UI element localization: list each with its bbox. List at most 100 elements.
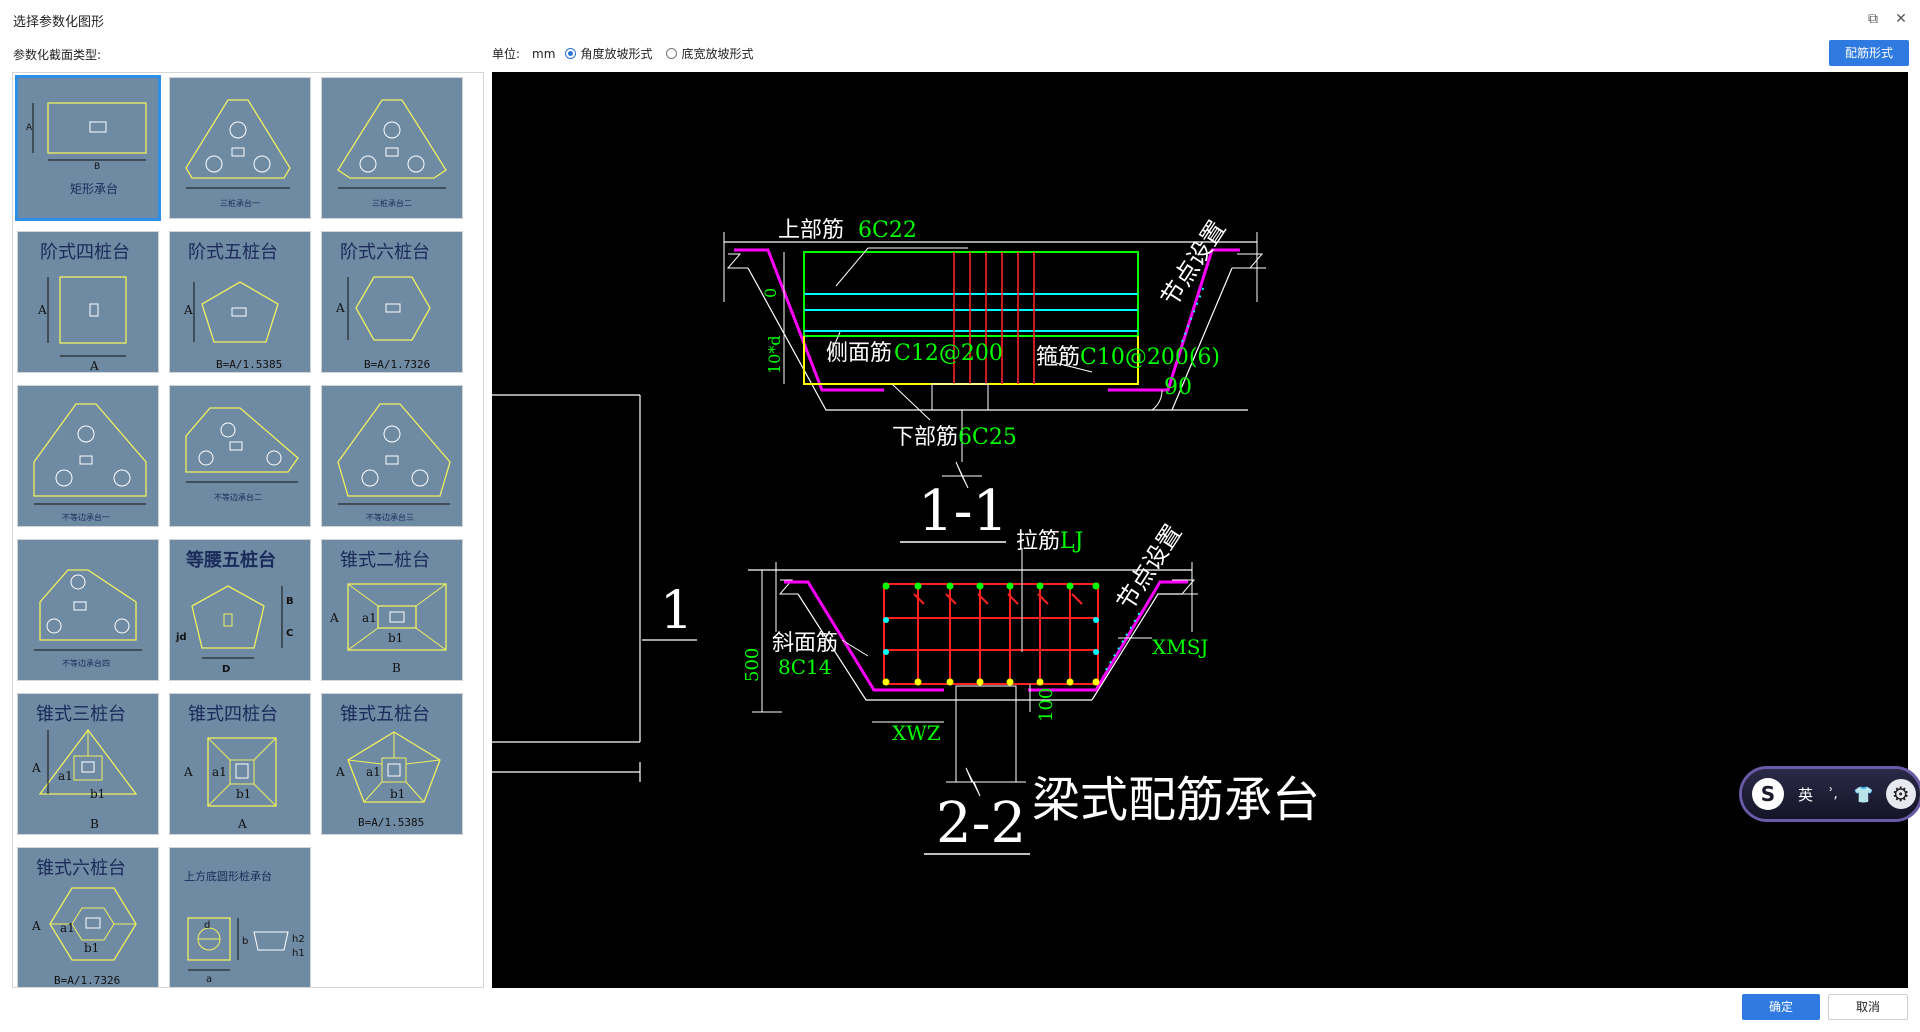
bottom-rebar-value: 6C25 <box>958 425 1017 450</box>
thumb-formula: B=A/1.7326 <box>54 974 120 987</box>
section-1-1: 0 10*d 上部筋 6C22 侧面筋 C12@200 箍筋 C10@200(6… <box>723 216 1266 544</box>
thumb-cone-three-pile[interactable]: 锥式三桩台 A a1 b1 B <box>17 693 159 835</box>
section-type-label: 参数化截面类型: <box>13 48 102 62</box>
thumb-title: 阶式五桩台 <box>188 242 278 263</box>
thumb-caption: 不等边承台二 <box>214 492 262 502</box>
svg-text:A: A <box>335 765 345 779</box>
ime-language-toggle[interactable]: 英 <box>1798 785 1814 804</box>
svg-text:A: A <box>183 765 193 779</box>
restore-icon[interactable]: ⧉ <box>1868 11 1878 27</box>
slope-rebar-value: 8C14 <box>778 655 831 679</box>
thumb-title: 上方底圆形桩承台 <box>184 869 272 883</box>
thumb-unequal-cap-3[interactable]: 不等边承台三 <box>321 385 463 527</box>
svg-text:A: A <box>183 303 193 317</box>
stirrup-label: 箍筋 <box>1036 345 1080 370</box>
radio-bottom-width-slope-dot[interactable] <box>666 48 678 59</box>
thumb-isosceles-five-pile[interactable]: 等腰五桩台 B C D jd <box>169 539 311 681</box>
angle-label: 90 <box>1164 375 1192 400</box>
svg-text:b1: b1 <box>388 631 403 645</box>
thumb-step-six-pile[interactable]: 阶式六桩台 A B=A/1.7326 <box>321 231 463 373</box>
svg-text:A: A <box>37 303 47 317</box>
svg-text:A: A <box>329 611 339 625</box>
svg-text:D: D <box>222 664 230 675</box>
svg-text:a1: a1 <box>362 611 377 625</box>
thumb-cone-five-pile[interactable]: 锥式五桩台 A a1 b1 B=A/1.5385 <box>321 693 463 835</box>
ime-toolbar[interactable]: S 英 ʾ, 👕 ⚙ <box>1742 769 1920 819</box>
svg-text:d: d <box>204 920 210 931</box>
radio-bottom-width-slope-label: 底宽放坡形式 <box>681 47 754 61</box>
rebar-form-button[interactable]: 配筋形式 <box>1829 40 1909 66</box>
thumb-formula: B=A/1.5385 <box>216 358 282 371</box>
svg-text:10*d: 10*d <box>765 335 784 374</box>
section-mark: 1 <box>660 581 693 641</box>
svg-text:A: A <box>237 817 247 831</box>
svg-text:C: C <box>286 628 293 639</box>
thumb-caption: 三桩承台二 <box>372 198 412 208</box>
gear-icon[interactable]: ⚙ <box>1885 779 1916 809</box>
cancel-button[interactable]: 取消 <box>1828 994 1908 1020</box>
top-rebar-label: 上部筋 <box>778 218 844 243</box>
main-title: 梁式配筋承台 <box>1032 772 1320 828</box>
unit-value: mm <box>532 46 556 61</box>
thumb-unequal-cap-2[interactable]: 不等边承台二 <box>169 385 311 527</box>
thumb-title: 锥式四桩台 <box>188 704 278 725</box>
svg-text:A: A <box>89 359 99 373</box>
thumb-title: 锥式六桩台 <box>36 858 126 879</box>
thumb-caption: 不等边承台四 <box>62 658 110 668</box>
thumb-title: 等腰五桩台 <box>186 549 276 571</box>
thumb-formula: B=A/1.5385 <box>358 816 424 829</box>
rebar-diagram: 1 <box>492 216 1320 856</box>
thumb-step-four-pile[interactable]: 阶式四桩台 A A <box>17 231 159 373</box>
thumb-unequal-cap-4[interactable]: 不等边承台四 <box>17 539 159 681</box>
rect-cap-figure: A B 矩形承台 <box>26 102 147 196</box>
thumb-caption: 不等边承台一 <box>62 512 110 522</box>
tie-label: 拉筋 <box>1016 529 1060 554</box>
xwz-label: XWZ <box>892 721 941 745</box>
bottom-rebar-label: 下部筋 <box>892 425 958 450</box>
thumb-cone-two-pile[interactable]: 锥式二桩台 A a1 b1 B <box>321 539 463 681</box>
svg-text:b: b <box>242 936 248 947</box>
svg-text:B: B <box>392 661 401 675</box>
sogou-logo-icon[interactable]: S <box>1752 778 1784 810</box>
thumb-square-top-round-bottom[interactable]: 上方底圆形桩承台 d b a h2 h1 <box>169 847 311 987</box>
svg-text:a1: a1 <box>60 921 75 935</box>
section-1-1-title: 1-1 <box>918 479 1008 544</box>
thumb-title: 锥式三桩台 <box>36 704 126 725</box>
svg-text:0: 0 <box>761 288 780 298</box>
radio-angle-slope-dot[interactable] <box>565 48 577 59</box>
unit-label: 单位: <box>492 47 521 61</box>
xmsj-label: XMSJ <box>1152 635 1208 659</box>
thumb-three-pile-cap-2[interactable]: 三桩承台二 <box>321 77 463 219</box>
section-type-gallery: A B 矩形承台 三桩承台一 <box>12 72 484 988</box>
thumb-unequal-cap-1[interactable]: 不等边承台一 <box>17 385 159 527</box>
thumb-rect-cap[interactable]: A B 矩形承台 <box>15 75 161 221</box>
svg-text:a: a <box>206 974 212 985</box>
svg-text:B: B <box>94 162 100 172</box>
shirt-icon[interactable]: 👕 <box>1853 784 1874 804</box>
svg-text:A: A <box>26 123 33 133</box>
ok-button[interactable]: 确定 <box>1742 994 1820 1020</box>
svg-text:a1: a1 <box>366 765 381 779</box>
cad-preview-canvas[interactable]: 1 <box>492 72 1908 988</box>
svg-text:500: 500 <box>742 648 763 682</box>
thumb-step-five-pile[interactable]: 阶式五桩台 A B=A/1.5385 <box>169 231 311 373</box>
radio-angle-slope[interactable]: 角度放坡形式 <box>565 45 652 62</box>
radio-angle-slope-label: 角度放坡形式 <box>580 47 653 61</box>
thumb-three-pile-cap-1[interactable]: 三桩承台一 <box>169 77 311 219</box>
svg-text:h1: h1 <box>292 948 305 959</box>
ime-punctuation-toggle[interactable]: ʾ, <box>1829 786 1838 802</box>
svg-text:jd: jd <box>175 632 187 643</box>
thumb-cone-six-pile[interactable]: 锥式六桩台 A a1 b1 B=A/1.7326 <box>17 847 159 987</box>
thumb-cone-four-pile[interactable]: 锥式四桩台 A a1 b1 A <box>169 693 311 835</box>
stirrup-value: C10@200(6) <box>1080 345 1220 370</box>
svg-text:A: A <box>31 761 41 775</box>
svg-text:b1: b1 <box>90 787 105 801</box>
svg-text:a1: a1 <box>58 769 73 783</box>
svg-text:b1: b1 <box>390 787 405 801</box>
thumb-caption: 不等边承台三 <box>366 512 414 522</box>
radio-bottom-width-slope[interactable]: 底宽放坡形式 <box>666 45 753 62</box>
thumb-formula: B=A/1.7326 <box>364 358 430 371</box>
svg-text:b1: b1 <box>236 787 251 801</box>
thumb-caption: 三桩承台一 <box>220 198 260 208</box>
close-icon[interactable]: ✕ <box>1895 11 1907 27</box>
